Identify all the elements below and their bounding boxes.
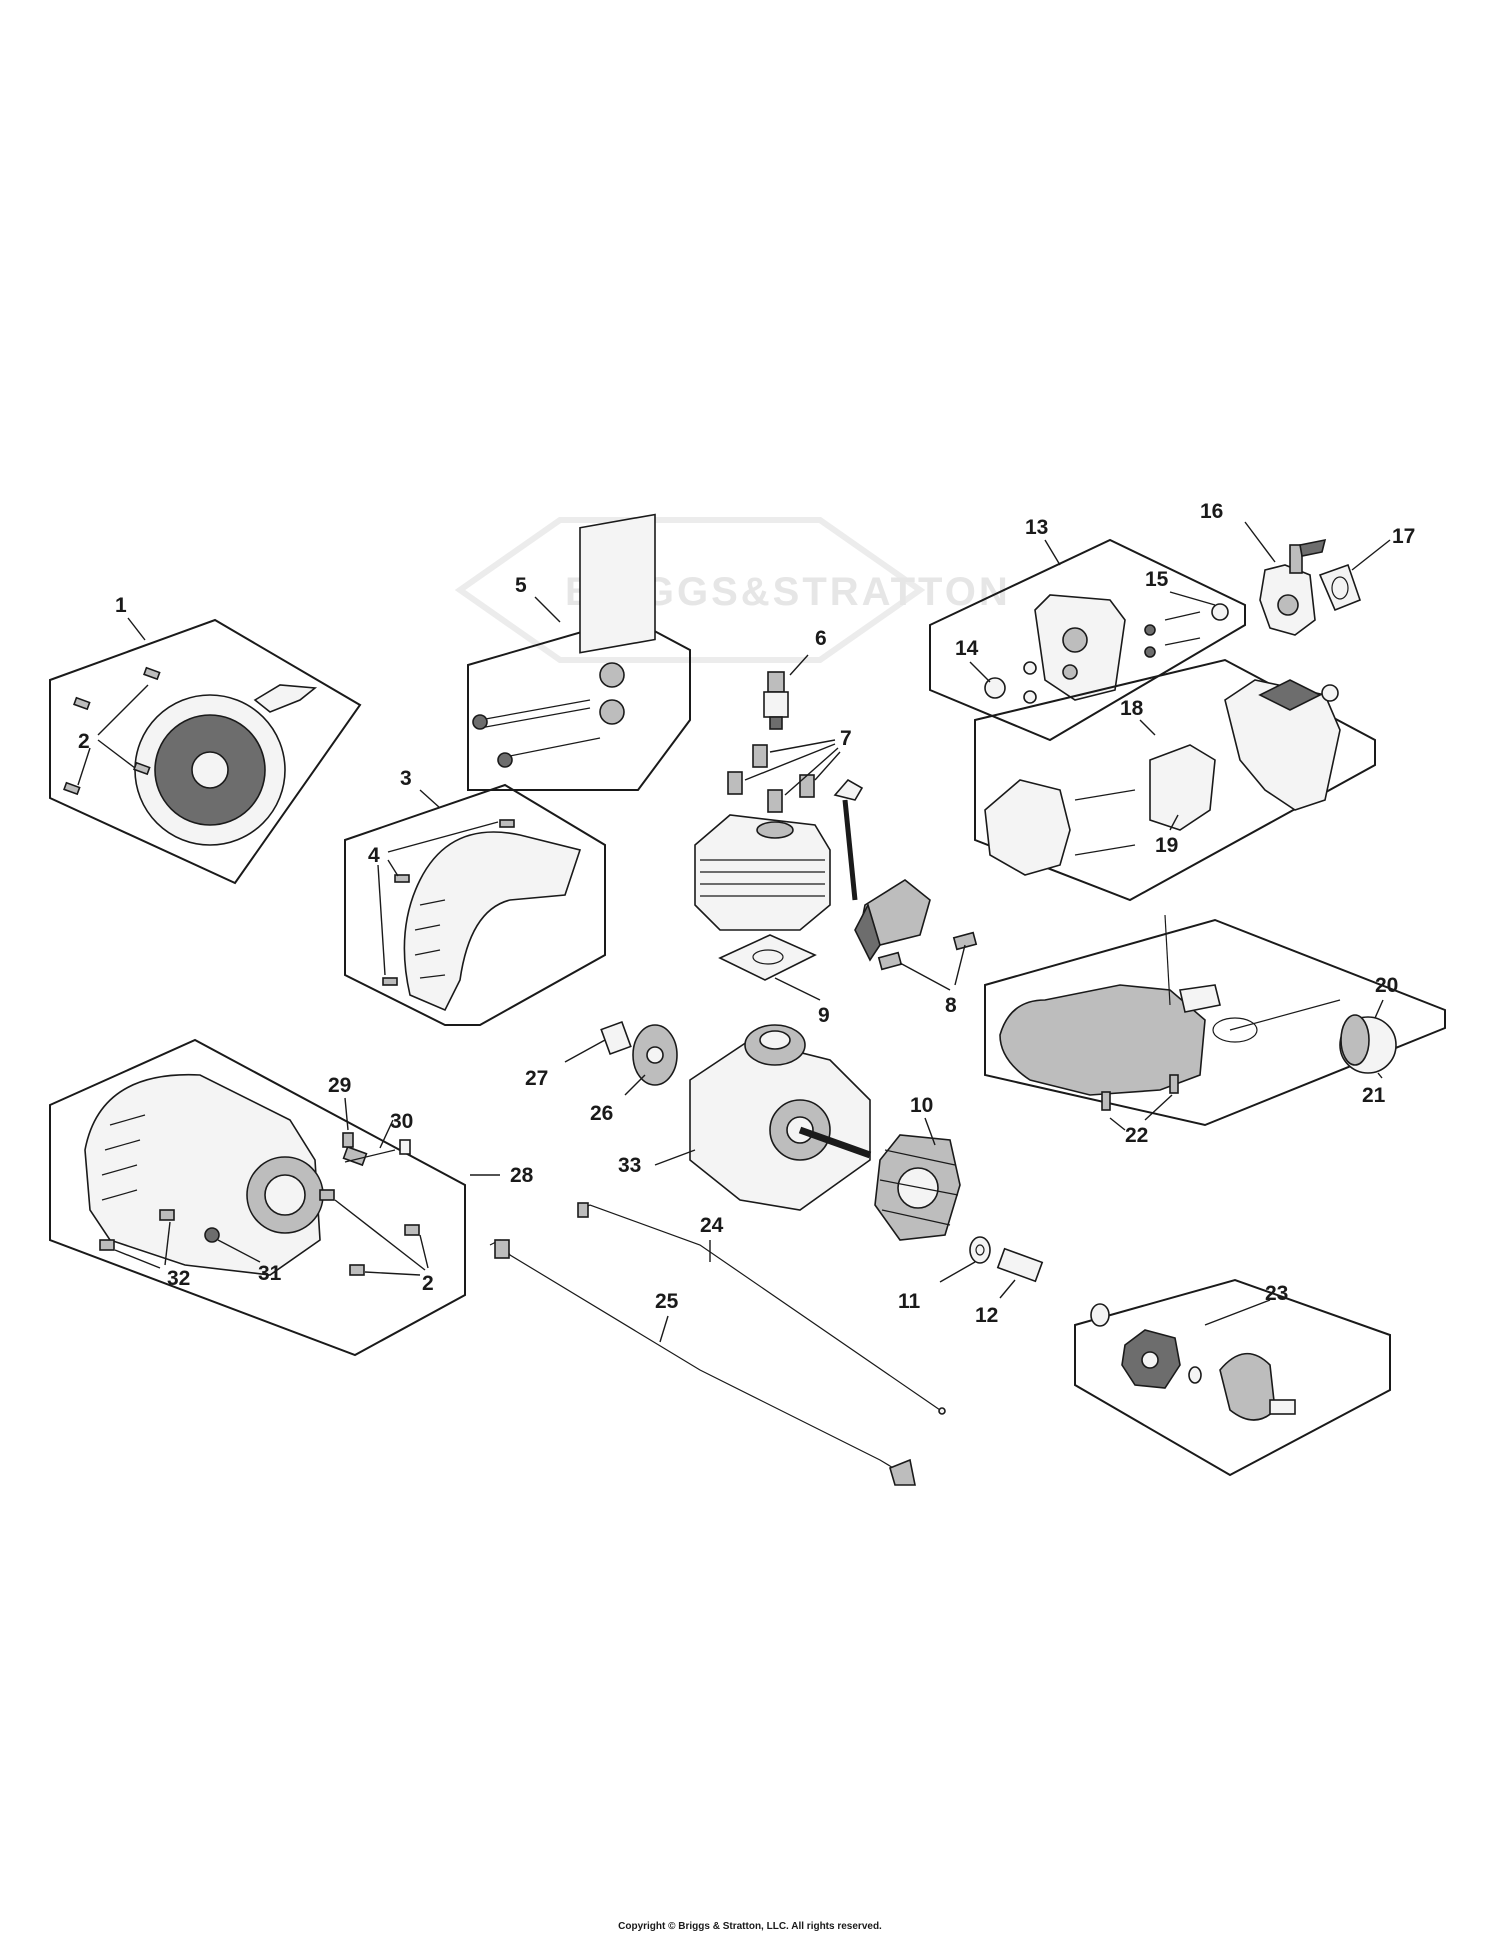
panel-air-filter-cover: [974, 658, 1376, 902]
callout-19: 19: [1155, 834, 1178, 857]
callout-12: 12: [975, 1304, 998, 1327]
callout-8: 8: [945, 994, 957, 1017]
callout-16: 16: [1200, 500, 1223, 523]
panel-fan-housing: [49, 1038, 466, 1357]
washer-11: [969, 1236, 991, 1264]
callout-17: 17: [1392, 525, 1415, 548]
callout-4: 4: [368, 844, 380, 867]
carburetor-gasket: [1318, 563, 1362, 612]
callout-15: 15: [1145, 568, 1169, 591]
callout-22: 22: [1125, 1124, 1148, 1147]
callout-3: 3: [400, 767, 412, 790]
callout-30: 30: [390, 1110, 413, 1133]
callout-18: 18: [1120, 697, 1144, 720]
panel-recoil-starter: [49, 618, 362, 885]
fuel-cap: [1339, 1014, 1397, 1074]
callout-24: 24: [700, 1214, 724, 1237]
panel-fuel-tank: [984, 914, 1446, 1127]
throttle-cable-24: [577, 1202, 946, 1415]
callout-1: 1: [115, 594, 127, 617]
copyright-notice: Copyright © Briggs & Stratton, LLC. All …: [618, 1921, 882, 1932]
air-filter-element: [1149, 744, 1216, 831]
callout-13: 13: [1025, 516, 1048, 539]
brand-watermark: BRIGGS&STRATTON: [454, 517, 1008, 663]
panel-air-filter-base: [929, 538, 1246, 742]
flywheel: [874, 1134, 961, 1241]
callout-32: 32: [167, 1267, 190, 1290]
callout-33: 33: [618, 1154, 641, 1177]
callout-29: 29: [328, 1074, 351, 1097]
muffler-body: [579, 513, 656, 654]
callout-20: 20: [1375, 974, 1398, 997]
cylinder-gasket: [718, 934, 817, 981]
callout-11: 11: [898, 1290, 921, 1313]
starter-handle: [253, 684, 318, 713]
spark-plug: [763, 671, 789, 730]
panel-muffler: [467, 513, 691, 791]
bushing-12: [996, 1247, 1044, 1283]
callout-21: 21: [1362, 1084, 1386, 1107]
panel-clutch: [1074, 1278, 1391, 1477]
fuel-tank-body: [999, 984, 1206, 1096]
ignition-coil: [833, 778, 931, 962]
panel-engine-shroud: [344, 783, 606, 1026]
callout-25: 25: [655, 1290, 679, 1313]
carburetor: [1259, 538, 1327, 636]
stop-wire-25: [489, 1239, 916, 1486]
callout-5: 5: [515, 574, 527, 597]
callout-14: 14: [955, 637, 979, 660]
bushing-27: [600, 1020, 632, 1056]
cylinder-screws: [727, 744, 815, 813]
callout-28: 28: [510, 1164, 534, 1187]
engine-shroud: [403, 831, 582, 1012]
clutch-drum: [1219, 1352, 1276, 1421]
callout-2-starter: 2: [78, 730, 90, 753]
callout-26: 26: [590, 1102, 613, 1125]
callout-7: 7: [840, 727, 852, 750]
crankcase: [689, 1024, 872, 1211]
callout-6: 6: [815, 627, 827, 650]
callout-9: 9: [818, 1004, 830, 1027]
callout-27: 27: [525, 1067, 548, 1090]
callout-31: 31: [258, 1262, 282, 1285]
callout-2-housing: 2: [422, 1272, 434, 1295]
callout-23: 23: [1265, 1282, 1288, 1305]
callout-10: 10: [910, 1094, 933, 1117]
air-filter-base-housing: [984, 779, 1071, 876]
cylinder: [694, 814, 831, 931]
part-26: [632, 1024, 678, 1086]
